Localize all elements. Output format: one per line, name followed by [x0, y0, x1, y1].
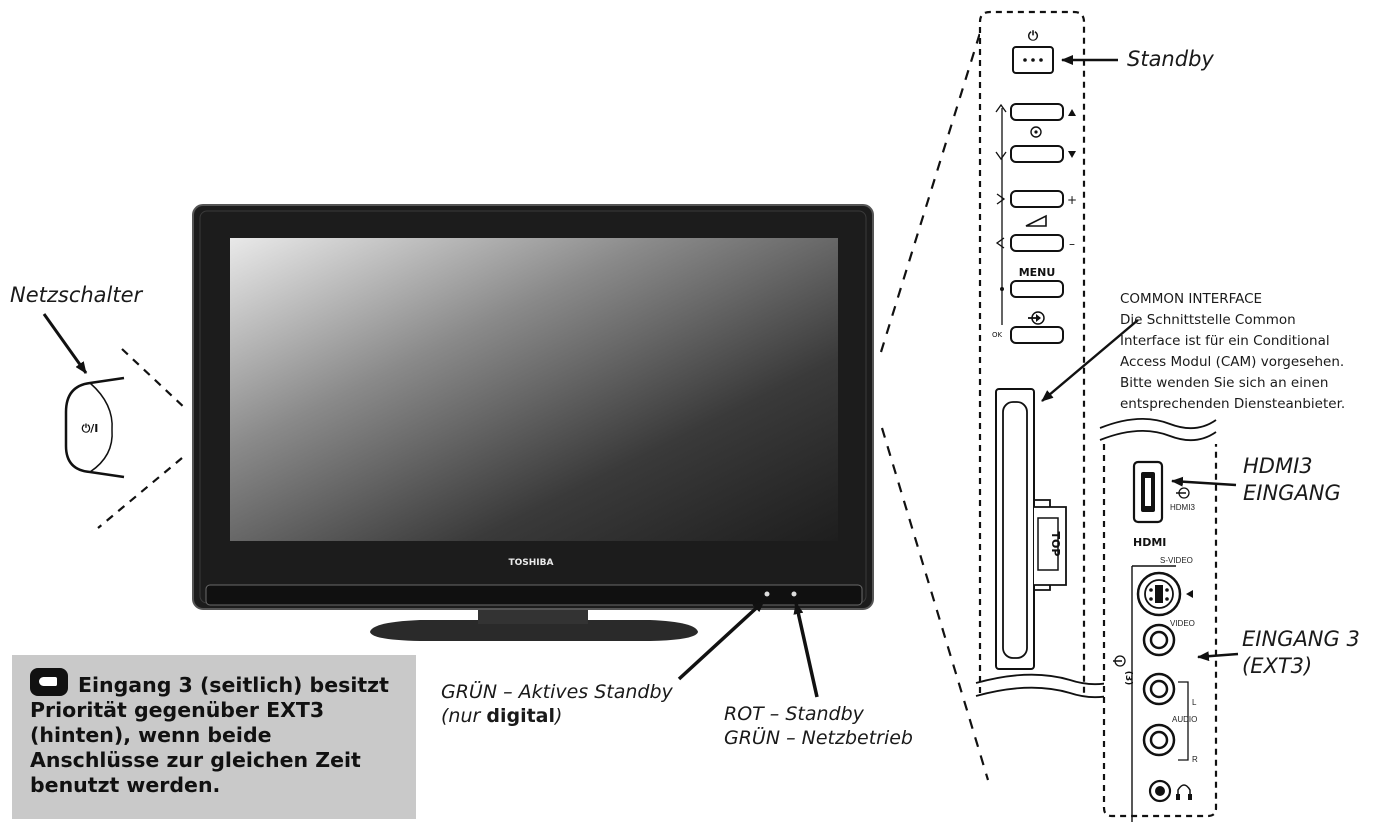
tv-screen: [230, 238, 838, 541]
menu-label: MENU: [1019, 266, 1056, 279]
input3-marker: (3): [1123, 671, 1133, 686]
note-hand-icon: [30, 668, 68, 696]
tv-stand: [370, 620, 698, 641]
ci-line-4: Access Modul (CAM) vorgesehen.: [1120, 354, 1344, 370]
power-switch-icon[interactable]: ⏻/I: [82, 422, 99, 435]
control-panel: ⏻ Standby + – MENU: [975, 10, 1214, 699]
minus-icon: –: [1069, 237, 1075, 251]
note-box: Eingang 3 (seitlich) besitzt Priorität g…: [12, 655, 416, 819]
power-switch-body: [64, 376, 125, 479]
note-text: Eingang 3 (seitlich) besitzt Priorität g…: [30, 673, 389, 797]
zoom-line-bottom: [880, 427, 990, 781]
channel-up-button[interactable]: [1010, 103, 1064, 121]
chevron-left-icon: [995, 237, 1005, 249]
led-labels: GRÜN – Aktives Standby (nur digital) ROT…: [441, 599, 913, 749]
power-switch-label: Netzschalter: [10, 283, 144, 307]
led-red: [791, 591, 797, 597]
led-red-line1: ROT – Standby: [724, 703, 865, 725]
tv-set: TOSHIBA: [192, 204, 874, 641]
ok-label: OK: [992, 331, 1003, 339]
svideo-label: S-VIDEO: [1160, 556, 1193, 565]
channel-up-icon: [1068, 109, 1076, 116]
led-red-line2: GRÜN – Netzbetrieb: [724, 726, 913, 749]
audio-r-label: R: [1192, 755, 1198, 764]
ci-line-5: Bitte wenden Sie sich an einen: [1120, 375, 1328, 391]
standby-label: Standby: [1127, 47, 1214, 71]
led-green-line1: GRÜN – Aktives Standby: [441, 680, 674, 703]
hdmi3-port-label: HDMI3: [1170, 503, 1195, 512]
led-green-line2: (nur digital): [441, 705, 562, 727]
hdmi-input-icon: [1176, 487, 1190, 499]
zoom-line-top: [879, 19, 986, 353]
side-connector-panel: HDMI3 HDMI HDMI3 EINGANG S-VIDEO VIDEO (…: [1099, 417, 1360, 822]
hdmi3-label-line2: EINGANG: [1243, 481, 1341, 505]
led-green: [764, 591, 770, 597]
ci-line-2: Die Schnittstelle Common: [1120, 312, 1296, 328]
tv-brand: TOSHIBA: [509, 558, 554, 568]
input3-label-line2: (EXT3): [1242, 654, 1312, 678]
hdmi-logo: HDMI: [1133, 536, 1166, 549]
volume-icon: [1025, 214, 1047, 227]
slot-tag-label: TOP: [1049, 532, 1062, 557]
audio-label: AUDIO: [1172, 715, 1197, 724]
channel-down-icon: [1068, 151, 1076, 158]
tv-lower-bar: [205, 584, 863, 606]
input-icon: [1028, 311, 1045, 325]
ci-line-1: COMMON INTERFACE: [1120, 291, 1262, 307]
menu-button[interactable]: [1010, 280, 1064, 298]
svideo-arrow-icon: [1186, 590, 1193, 598]
audio-l-label: L: [1192, 698, 1197, 707]
standby-button-symbol: ⏻: [1028, 29, 1039, 44]
common-interface-text: COMMON INTERFACE Die Schnittstelle Commo…: [1120, 291, 1345, 412]
hdmi3-label-line1: HDMI3: [1243, 454, 1313, 478]
channel-down-button[interactable]: [1010, 145, 1064, 163]
input3-label-line1: EINGANG 3: [1242, 627, 1360, 651]
volume-up-button[interactable]: [1010, 190, 1064, 208]
chevron-up-icon: [995, 103, 1007, 113]
chevron-right-icon: [996, 193, 1006, 205]
input3-icon: [1113, 655, 1126, 667]
headphone-icon: [1177, 784, 1191, 798]
video-label: VIDEO: [1170, 619, 1195, 628]
power-switch-detail: Netzschalter ⏻/I: [10, 283, 188, 529]
volume-down-button[interactable]: [1010, 234, 1064, 252]
ci-line-3: Interface ist für ein Conditional: [1120, 333, 1330, 349]
chevron-down-icon: [995, 151, 1007, 161]
program-icon: [1030, 126, 1042, 138]
ok-input-button[interactable]: [1010, 326, 1064, 344]
plus-icon: +: [1067, 193, 1077, 207]
ci-line-6: entsprechenden Diensteanbieter.: [1120, 396, 1345, 412]
